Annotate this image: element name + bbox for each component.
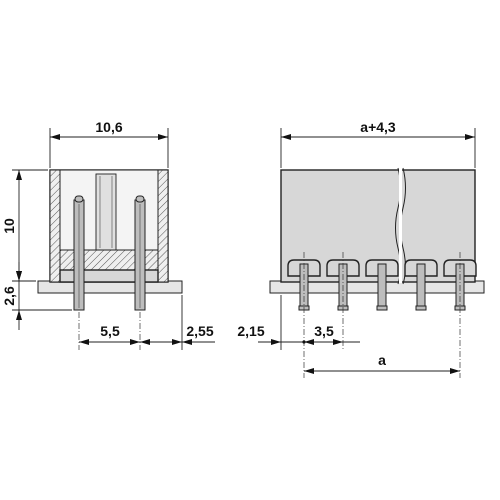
dim-side-width: a+4,3 — [360, 119, 396, 135]
front-left-wall — [49, 169, 61, 283]
front-view: 10,6 10 2,6 5,5 2,55 — [1, 119, 215, 350]
dim-side-span: a — [378, 352, 386, 368]
side-pin-3 — [365, 259, 399, 311]
dim-side-edge: 2,15 — [237, 323, 264, 339]
dim-side-pitch: 3,5 — [314, 323, 334, 339]
front-pin-right — [134, 195, 146, 311]
dim-front-pitch: 5,5 — [100, 323, 120, 339]
dim-front-height: 10 — [1, 218, 17, 234]
dim-front-edge: 2,55 — [186, 323, 213, 339]
dim-front-width: 10,6 — [95, 119, 122, 135]
front-pcb — [37, 280, 183, 294]
front-pin-left — [73, 195, 85, 311]
side-pin-4 — [404, 259, 438, 311]
dim-front-pcb-offset: 2,6 — [1, 286, 17, 306]
front-right-wall — [157, 169, 169, 283]
side-view: a+4,3 2,15 3,5 a — [237, 119, 485, 378]
